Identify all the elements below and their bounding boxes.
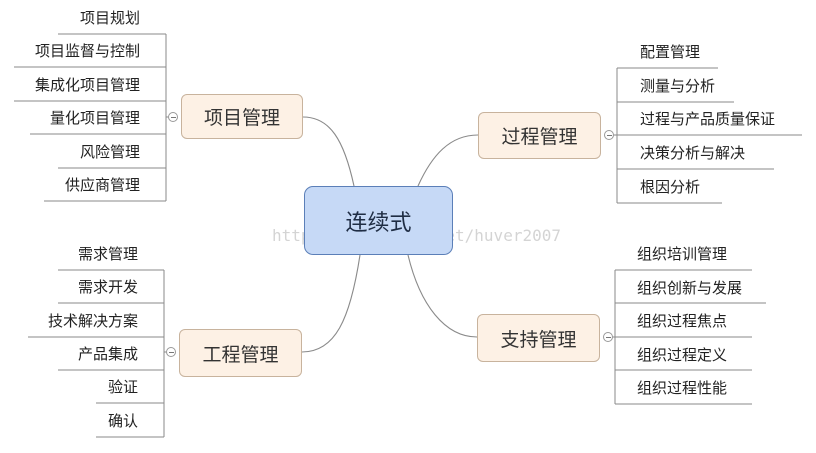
leaf-requirements-development[interactable]: 需求开发: [77, 277, 138, 296]
leaf-verification[interactable]: 验证: [107, 377, 138, 396]
leaf-project-planning[interactable]: 项目规划: [79, 8, 140, 27]
leaf-causal-analysis[interactable]: 根因分析: [640, 177, 701, 196]
collapse-minus-icon[interactable]: [168, 112, 178, 122]
leaf-risk-management[interactable]: 风险管理: [79, 142, 140, 161]
leaf-organizational-training[interactable]: 组织培训管理: [637, 244, 728, 263]
leaf-supplier-management[interactable]: 供应商管理: [64, 175, 140, 194]
collapse-minus-icon[interactable]: [604, 130, 614, 140]
leaf-organizational-innovation-deployment[interactable]: 组织创新与发展: [637, 278, 743, 297]
connector-engineering: [301, 254, 361, 353]
leaf-technical-solution[interactable]: 技术解决方案: [47, 311, 138, 330]
connector-project: [302, 116, 355, 187]
branch-process-management[interactable]: 过程管理: [478, 112, 601, 159]
collapse-minus-icon[interactable]: [166, 347, 176, 357]
leaf-organizational-process-focus[interactable]: 组织过程焦点: [637, 311, 728, 330]
leaf-integrated-project-management[interactable]: 集成化项目管理: [34, 75, 140, 94]
central-topic[interactable]: 连续式: [304, 186, 453, 255]
connector-process: [417, 134, 479, 187]
leaf-quantitative-project-management[interactable]: 量化项目管理: [49, 108, 140, 127]
leaf-product-integration[interactable]: 产品集成: [77, 344, 138, 363]
leaf-measurement-analysis[interactable]: 测量与分析: [640, 76, 716, 95]
leaf-organizational-process-definition[interactable]: 组织过程定义: [637, 345, 728, 364]
branch-support-management[interactable]: 支持管理: [477, 314, 600, 362]
leaf-requirements-management[interactable]: 需求管理: [77, 244, 138, 263]
leaf-project-monitoring-control[interactable]: 项目监督与控制: [34, 41, 140, 60]
leaf-configuration-management[interactable]: 配置管理: [640, 42, 701, 61]
branch-engineering-management[interactable]: 工程管理: [179, 329, 302, 377]
branch-project-management[interactable]: 项目管理: [181, 94, 303, 139]
connector-support: [407, 254, 478, 338]
leaf-validation[interactable]: 确认: [107, 411, 138, 430]
leaf-process-product-quality-assurance[interactable]: 过程与产品质量保证: [640, 109, 776, 128]
leaf-organizational-process-performance[interactable]: 组织过程性能: [637, 378, 728, 397]
leaf-decision-analysis-resolution[interactable]: 决策分析与解决: [640, 143, 746, 162]
collapse-minus-icon[interactable]: [603, 332, 613, 342]
